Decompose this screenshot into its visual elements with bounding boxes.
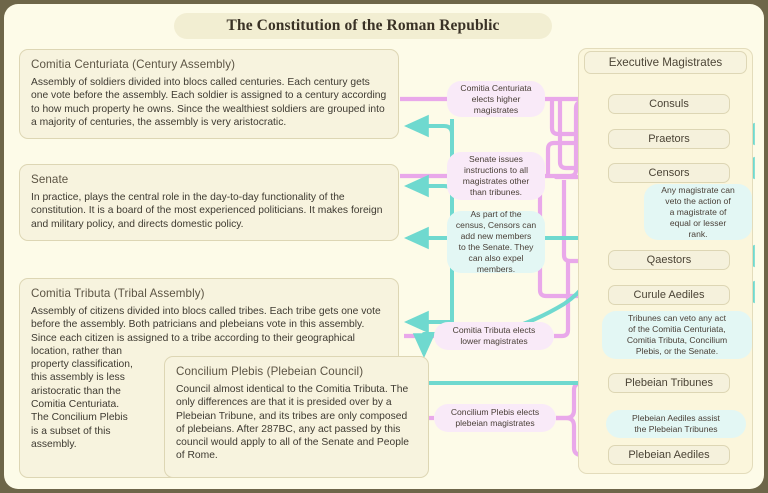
magistrate-qaestors[interactable]: Qaestors xyxy=(608,250,730,270)
diagram-canvas: The Constitution of the Roman Republic C… xyxy=(4,4,764,489)
flow-label-cp-elects-plebeian: Concilium Plebis elects plebeian magistr… xyxy=(434,404,556,432)
magistrate-plebeian-aediles[interactable]: Plebeian Aediles xyxy=(608,445,730,465)
flow-label-magistrate-veto: Any magistrate can veto the action of a … xyxy=(644,184,752,240)
card-title: Senate xyxy=(31,173,69,186)
magistrate-consuls[interactable]: Consuls xyxy=(608,94,730,114)
card-body: Council almost identical to the Comitia … xyxy=(176,384,409,462)
page-title-text: The Constitution of the Roman Republic xyxy=(226,17,500,34)
card-title: Concilium Plebis (Plebeian Council) xyxy=(176,365,364,378)
card-body: Assembly of citizens divided into blocs … xyxy=(31,306,381,450)
magistrate-curule-aediles[interactable]: Curule Aediles xyxy=(608,285,730,305)
flow-label-ct-elects-lower: Comitia Tributa elects lower magistrates xyxy=(434,322,554,350)
card-body: In practice, plays the central role in t… xyxy=(31,192,383,230)
magistrate-plebeian-tribunes[interactable]: Plebeian Tribunes xyxy=(608,373,730,393)
card-title: Comitia Tributa (Tribal Assembly) xyxy=(31,287,205,300)
page-title: The Constitution of the Roman Republic xyxy=(174,13,552,39)
executive-magistrates-header: Executive Magistrates xyxy=(584,51,747,74)
magistrate-censors[interactable]: Censors xyxy=(608,163,730,183)
flow-label-cc-elects-higher: Comitia Centuriata elects higher magistr… xyxy=(447,81,545,117)
flow-label-tribune-veto: Tribunes can veto any act of the Comitia… xyxy=(602,311,752,359)
card-senate: Senate In practice, plays the central ro… xyxy=(19,164,399,241)
card-title: Comitia Centuriata (Century Assembly) xyxy=(31,58,236,71)
card-body: Assembly of soldiers divided into blocs … xyxy=(31,77,387,128)
card-concilium-plebis: Concilium Plebis (Plebeian Council) Coun… xyxy=(164,356,429,478)
flow-label-censors-census: As part of the census, Censors can add n… xyxy=(447,209,545,274)
card-comitia-centuriata: Comitia Centuriata (Century Assembly) As… xyxy=(19,49,399,140)
magistrate-praetors[interactable]: Praetors xyxy=(608,129,730,149)
flow-label-senate-instructs: Senate issues instructions to all magist… xyxy=(447,152,545,200)
flow-label-aediles-assist: Plebeian Aediles assist the Plebeian Tri… xyxy=(606,410,746,438)
